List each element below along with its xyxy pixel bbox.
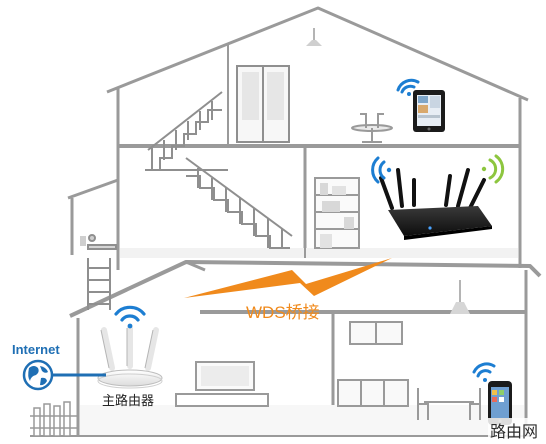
wifi-icon-router-right [481, 154, 505, 184]
tv-cabinet [175, 361, 269, 407]
main-router [97, 325, 163, 389]
side-balcony [80, 234, 117, 310]
wds-bridge-label: WDS桥接 [246, 303, 320, 322]
lightning-bolt-icon [184, 258, 392, 298]
globe-icon [22, 359, 54, 391]
dining-table [417, 388, 481, 420]
middle-floor [120, 248, 304, 258]
attic-ceiling-lamp [306, 28, 322, 46]
ground-floor [80, 405, 524, 435]
internet-label: Internet [12, 342, 60, 357]
wifi-icon-router-left [371, 156, 392, 184]
phone-icon [488, 381, 512, 425]
wifi-icon [396, 78, 420, 96]
attic-table [351, 113, 393, 143]
wds-router [379, 168, 492, 240]
kitchen-shelves [337, 321, 409, 407]
wifi-icon-main-router [114, 305, 146, 329]
wifi-icon-phone [472, 362, 496, 382]
ground-ceiling-lamp [450, 280, 470, 314]
house-outline [30, 6, 542, 437]
tablet-icon [413, 90, 445, 132]
upper-staircase [145, 91, 228, 171]
main-router-label: 主路由器 [102, 393, 155, 408]
bookshelf [314, 177, 360, 249]
watermark: 路由网 [487, 418, 540, 442]
attic-wardrobe [236, 65, 290, 143]
middle-floor-right [306, 248, 518, 258]
lower-staircase [185, 157, 293, 249]
fence [30, 401, 78, 437]
